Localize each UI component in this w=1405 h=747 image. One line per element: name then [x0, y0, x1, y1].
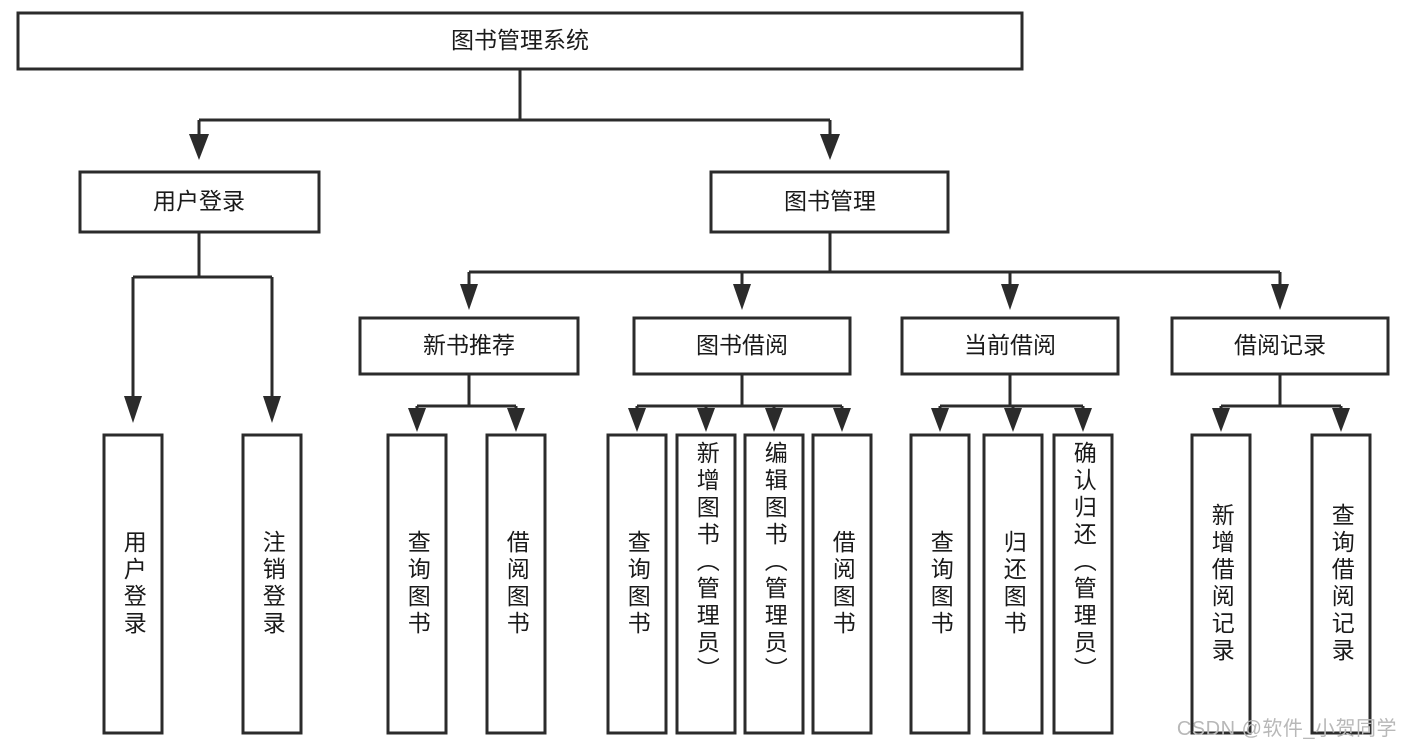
node-root-label: 图书管理系统	[451, 27, 589, 53]
connectors-book-management-to-level2	[460, 232, 1289, 310]
node-user-login-box[interactable]	[78, 170, 321, 234]
csdn-watermark: CSDN @软件_小贺同学	[1176, 718, 1397, 740]
node-book-borrow[interactable]: 图书借阅	[632, 316, 852, 376]
connectors-borrow-record-to-leaves	[1212, 374, 1350, 432]
node-user-login[interactable]: 用户登录	[78, 170, 321, 234]
arrow-head-leaf-add-book-admin	[697, 408, 715, 432]
node-user-login-label: 用户登录	[153, 188, 245, 214]
node-new-book-recommend-label: 新书推荐	[423, 332, 515, 358]
arrow-head-current-borrow	[1001, 284, 1019, 310]
arrow-head-book-management	[820, 134, 840, 160]
node-leaf-add-book-admin-box[interactable]	[675, 433, 737, 735]
arrow-head-leaf-query-book-1	[408, 408, 426, 432]
node-root-box[interactable]	[16, 11, 1024, 71]
arrow-head-leaf-confirm-return-admin	[1074, 408, 1092, 432]
node-leaf-query-book-1-box[interactable]	[386, 433, 448, 735]
arrow-head-leaf-edit-book-admin	[765, 408, 783, 432]
node-book-borrow-label: 图书借阅	[696, 332, 788, 358]
node-root[interactable]: 图书管理系统	[16, 11, 1024, 71]
node-borrow-record[interactable]: 借阅记录	[1170, 316, 1390, 376]
node-current-borrow-box[interactable]	[900, 316, 1120, 376]
node-borrow-record-label: 借阅记录	[1234, 332, 1326, 358]
node-book-management[interactable]: 图书管理	[709, 170, 950, 234]
node-book-management-label: 图书管理	[784, 188, 876, 214]
node-leaf-query-book-2-box[interactable]	[606, 433, 668, 735]
arrow-head-leaf-query-borrow-record	[1332, 408, 1350, 432]
arrow-head-leaf-logout-login	[263, 396, 281, 423]
arrow-head-leaf-add-borrow-record	[1212, 408, 1230, 432]
node-leaf-logout-login-box[interactable]	[241, 433, 303, 735]
arrow-head-user-login	[189, 134, 209, 160]
arrow-head-leaf-return-book	[1004, 408, 1022, 432]
arrow-head-leaf-query-book-2	[628, 408, 646, 432]
arrow-head-leaf-borrow-book-1	[507, 408, 525, 432]
node-book-borrow-box[interactable]	[632, 316, 852, 376]
connectors-book-borrow-to-leaves	[628, 374, 851, 432]
node-leaf-confirm-return-admin-box[interactable]	[1052, 433, 1114, 735]
connectors-current-borrow-to-leaves	[931, 374, 1092, 432]
node-leaf-query-borrow-record-box[interactable]	[1310, 433, 1372, 735]
node-leaf-borrow-book-1-box[interactable]	[485, 433, 547, 735]
connectors-new-book-recommend-to-leaves	[408, 374, 525, 432]
connectors-user-login-to-leaves	[124, 232, 281, 423]
node-new-book-recommend-box[interactable]	[358, 316, 580, 376]
node-leaf-add-borrow-record-box[interactable]	[1190, 433, 1252, 735]
arrow-head-borrow-record	[1271, 284, 1289, 310]
arrow-head-leaf-query-book-3	[931, 408, 949, 432]
node-borrow-record-box[interactable]	[1170, 316, 1390, 376]
node-leaf-return-book-box[interactable]	[982, 433, 1044, 735]
arrow-head-leaf-user-login	[124, 396, 142, 423]
node-book-management-box[interactable]	[709, 170, 950, 234]
node-current-borrow-label: 当前借阅	[964, 332, 1056, 358]
connectors-root-to-level1	[189, 69, 840, 160]
arrow-head-book-borrow	[733, 284, 751, 310]
arrow-head-new-book-recommend	[460, 284, 478, 310]
node-leaf-user-login-box[interactable]	[102, 433, 164, 735]
node-leaf-query-book-3-box[interactable]	[909, 433, 971, 735]
arrow-head-leaf-borrow-book-2	[833, 408, 851, 432]
node-current-borrow[interactable]: 当前借阅	[900, 316, 1120, 376]
node-leaf-edit-book-admin-box[interactable]	[743, 433, 805, 735]
node-leaf-borrow-book-2-box[interactable]	[811, 433, 873, 735]
node-new-book-recommend[interactable]: 新书推荐	[358, 316, 580, 376]
